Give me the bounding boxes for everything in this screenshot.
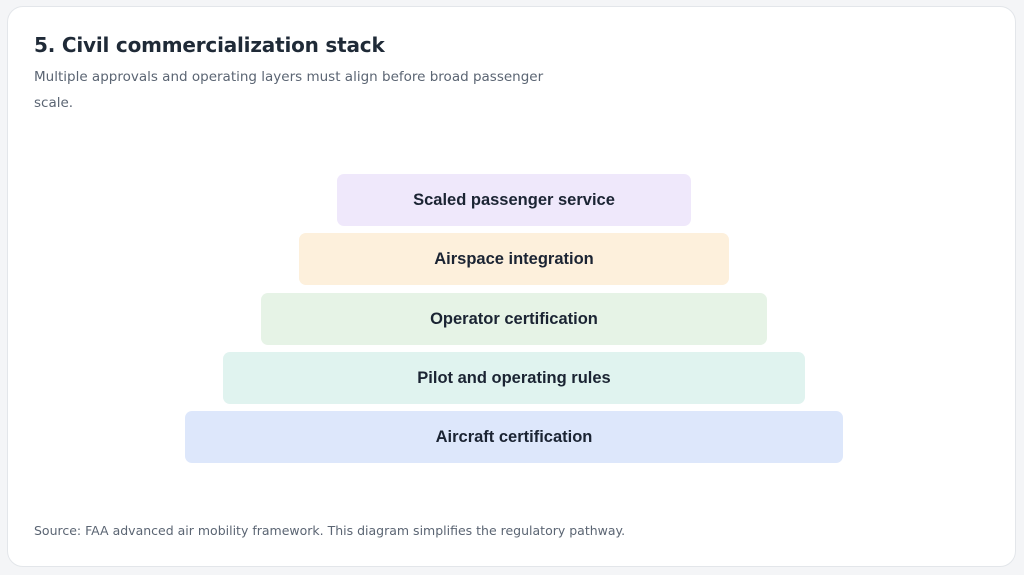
layer-label: Scaled passenger service — [413, 190, 615, 209]
stack-layer-operator-certification: Operator certification — [261, 293, 767, 345]
stack-layer-aircraft-certification: Aircraft certification — [185, 411, 843, 463]
layer-label: Operator certification — [430, 309, 598, 328]
stack-layer-scaled-passenger-service: Scaled passenger service — [337, 174, 691, 226]
stack-layer-pilot-and-operating-rules: Pilot and operating rules — [223, 352, 805, 404]
layer-label: Pilot and operating rules — [417, 368, 611, 387]
diagram-subtitle: Multiple approvals and operating layers … — [34, 69, 544, 111]
layer-label: Aircraft certification — [435, 427, 593, 446]
diagram-card: 5. Civil commercialization stack Multipl… — [7, 6, 1016, 567]
layer-label: Airspace integration — [434, 249, 594, 268]
source-note: Source: FAA advanced air mobility framew… — [34, 523, 626, 538]
stack-layer-airspace-integration: Airspace integration — [299, 233, 729, 285]
diagram-title: 5. Civil commercialization stack — [34, 33, 385, 57]
